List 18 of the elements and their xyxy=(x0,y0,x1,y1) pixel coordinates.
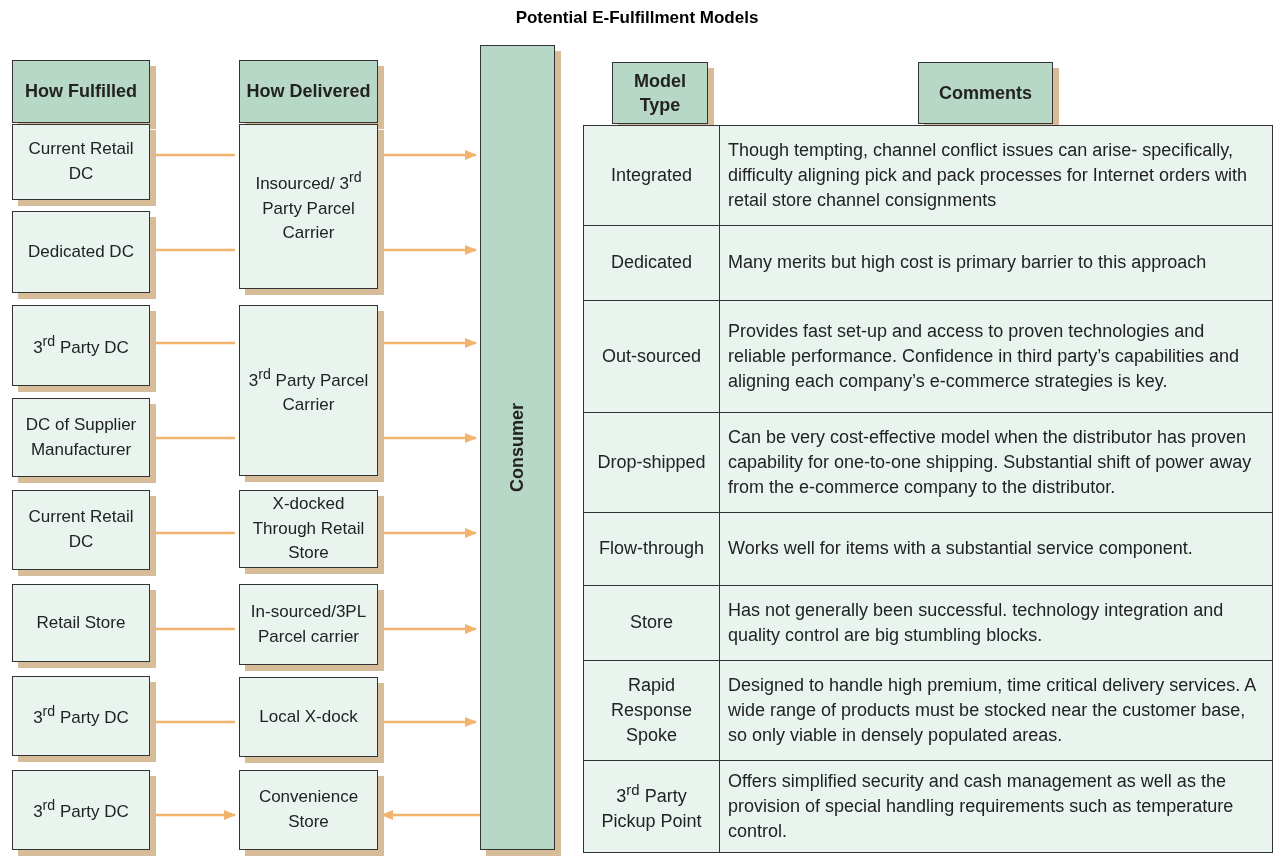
model-type-label: Out-sourced xyxy=(583,300,720,413)
comment-text: Though tempting, channel conflict issues can arise- specifically, difficulty aligning pick and pack processes for Internet orders with retail store channel consignments xyxy=(719,125,1273,226)
model-type-label: Flow-through xyxy=(583,512,720,586)
model-type-label: Integrated xyxy=(583,125,720,226)
comment-text: Many merits but high cost is primary barrier to this approach xyxy=(719,225,1273,301)
model-type-label: Dedicated xyxy=(583,225,720,301)
comment-text: Can be very cost-effective model when the distributor has proven capability for one-to-one shipping. Substantial shift of power away from the e-commerce company to the distributor. xyxy=(719,412,1273,513)
comment-text: Works well for items with a substantial service component. xyxy=(719,512,1273,586)
arrow xyxy=(381,810,480,820)
comment-text: Offers simplified security and cash management as well as the provision of special handling requirements such as temperature control. xyxy=(719,760,1273,853)
diagram-title: Potential E-Fulfillment Models xyxy=(514,8,760,28)
model-type-label: Rapid Response Spoke xyxy=(583,660,720,761)
model-type-label: Store xyxy=(583,585,720,661)
comment-text: Provides fast set-up and access to proven technologies and reliable performance. Confidence in third party’s capabilities and aligning each company’s e-commerce strategies is key. xyxy=(719,300,1273,413)
model-type-label: Drop-shipped xyxy=(583,412,720,513)
comment-text: Has not generally been successful. technology integration and quality control are big stumbling blocks. xyxy=(719,585,1273,661)
model-type-label: 3$^{rd}$ Party Pickup Point xyxy=(583,760,720,853)
comment-text: Designed to handle high premium, time critical delivery services. A wide range of products must be stocked near the customer base, so only viable in densely populated areas. xyxy=(719,660,1273,761)
